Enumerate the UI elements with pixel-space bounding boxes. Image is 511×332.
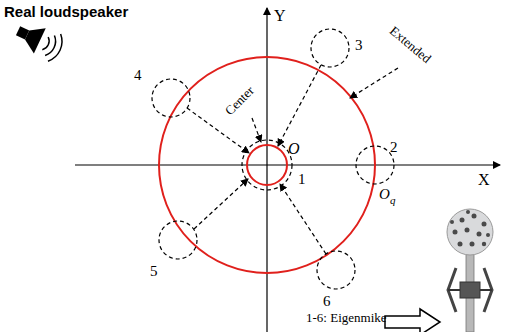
origin-label: O <box>288 141 300 157</box>
leader-lines <box>187 65 398 254</box>
callout-number: 3 <box>355 38 363 53</box>
callout-number: 2 <box>390 140 398 155</box>
callout-number: 5 <box>150 264 158 279</box>
mic-positions <box>152 29 394 289</box>
loudspeaker-icon <box>12 17 67 64</box>
hollow-arrow <box>385 309 440 332</box>
axis-label: X <box>478 172 490 188</box>
region-label: Center <box>222 84 256 118</box>
callout-number: 6 <box>323 294 331 309</box>
eigenmike-illustration <box>447 209 493 332</box>
subscript: q <box>390 195 396 206</box>
extended-circle <box>159 57 375 273</box>
caption-label: Real loudspeaker <box>4 4 128 19</box>
region-label: Extended <box>388 24 434 66</box>
origin-label: O <box>379 187 390 202</box>
callout-number: 1 <box>298 172 306 187</box>
callout-number: 4 <box>134 68 142 83</box>
center-circle <box>247 145 287 185</box>
axis-label: Y <box>274 8 286 24</box>
caption-label: 1-6: Eigenmike <box>306 311 387 324</box>
